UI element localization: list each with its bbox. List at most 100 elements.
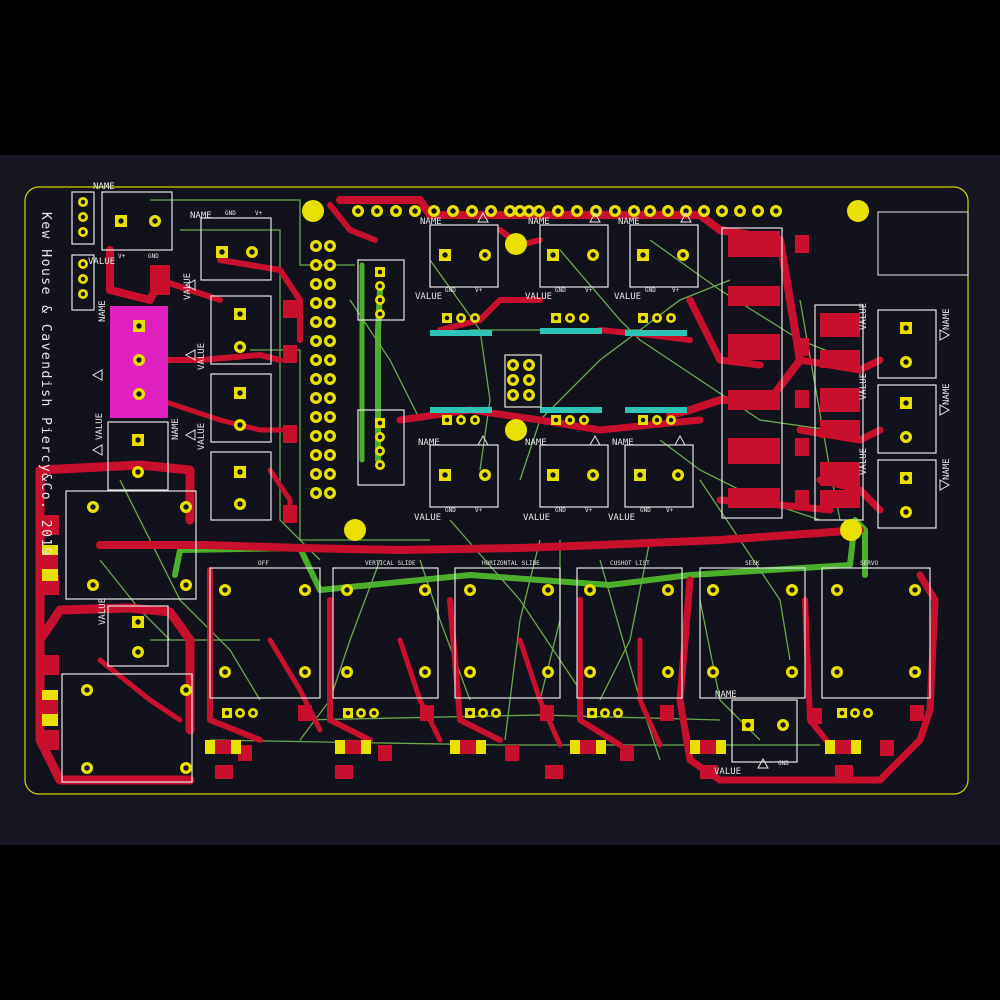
drill-hole bbox=[327, 243, 333, 249]
value-label: VALUE bbox=[415, 292, 442, 302]
value-label: VALUE bbox=[414, 513, 441, 523]
drill-hole bbox=[431, 208, 437, 214]
drill-hole bbox=[327, 471, 333, 477]
drill-hole bbox=[222, 669, 228, 675]
name-label: NAME bbox=[618, 217, 640, 227]
drill-hole bbox=[839, 710, 845, 716]
drill-hole bbox=[458, 417, 464, 423]
value-labels: VALUE VALUE VALUE VALUE VALUE VALUE VALU… bbox=[88, 257, 869, 777]
drill-hole bbox=[135, 649, 141, 655]
smd-component bbox=[825, 740, 861, 754]
drill-hole bbox=[313, 433, 319, 439]
mounting-holes bbox=[302, 200, 869, 541]
drill-hole bbox=[152, 218, 158, 224]
vplus-label: V+ bbox=[585, 287, 593, 294]
drill-hole bbox=[555, 208, 561, 214]
drill-hole bbox=[237, 344, 243, 350]
drill-hole bbox=[135, 437, 141, 443]
front-trace bbox=[267, 637, 323, 733]
transistor-tabs bbox=[430, 328, 687, 413]
drill-hole bbox=[327, 452, 333, 458]
vplus-label: V+ bbox=[666, 507, 674, 514]
triangle-marker-icon bbox=[184, 279, 196, 291]
drill-hole bbox=[237, 710, 243, 716]
drill-hole bbox=[377, 462, 383, 468]
triangle-marker-icon bbox=[939, 479, 951, 491]
drill-hole bbox=[442, 252, 448, 258]
drill-hole bbox=[467, 587, 473, 593]
drill-hole bbox=[344, 587, 350, 593]
front-copper-layer bbox=[35, 196, 939, 785]
drill-hole bbox=[590, 252, 596, 258]
drill-hole bbox=[313, 319, 319, 325]
mounting-hole-icon bbox=[505, 233, 527, 255]
mounting-hole-icon bbox=[302, 200, 324, 222]
triangle-marker-icon bbox=[589, 434, 601, 446]
drill-hole bbox=[237, 422, 243, 428]
front-trace bbox=[35, 460, 195, 525]
drill-hole bbox=[183, 504, 189, 510]
front-trace bbox=[397, 637, 443, 743]
triangle-marker-icon bbox=[184, 349, 196, 361]
front-trace bbox=[327, 202, 378, 243]
drill-hole bbox=[526, 377, 532, 383]
value-label: VALUE bbox=[88, 257, 115, 267]
name-label: NAME bbox=[98, 300, 108, 322]
drill-hole bbox=[450, 208, 456, 214]
value-label: VALUE bbox=[714, 767, 741, 777]
value-label: VALUE bbox=[608, 513, 635, 523]
drill-hole bbox=[327, 319, 333, 325]
drill-hole bbox=[701, 208, 707, 214]
drill-hole bbox=[313, 338, 319, 344]
drill-hole bbox=[467, 669, 473, 675]
drill-hole bbox=[327, 338, 333, 344]
drill-hole bbox=[654, 315, 660, 321]
drill-hole bbox=[237, 469, 243, 475]
drill-hole bbox=[90, 504, 96, 510]
drill-hole bbox=[550, 472, 556, 478]
channel-label: SERVO bbox=[860, 560, 878, 567]
drill-hole bbox=[665, 669, 671, 675]
value-label: VALUE bbox=[98, 598, 108, 625]
drill-hole bbox=[136, 323, 142, 329]
drill-hole bbox=[472, 315, 478, 321]
drill-hole bbox=[912, 587, 918, 593]
drill-hole bbox=[574, 208, 580, 214]
front-trace bbox=[396, 406, 704, 434]
smd-components bbox=[42, 545, 861, 754]
triangle-marker-icon bbox=[680, 211, 692, 223]
drill-hole bbox=[371, 710, 377, 716]
drill-hole bbox=[313, 395, 319, 401]
drill-hole bbox=[222, 587, 228, 593]
drill-hole bbox=[183, 687, 189, 693]
drill-hole bbox=[593, 208, 599, 214]
vplus-label: V+ bbox=[672, 287, 680, 294]
drill-hole bbox=[472, 417, 478, 423]
front-trace bbox=[637, 637, 663, 748]
drill-hole bbox=[536, 208, 542, 214]
drill-hole bbox=[84, 687, 90, 693]
drill-hole bbox=[358, 710, 364, 716]
gnd-label: GND bbox=[645, 287, 656, 294]
drill-hole bbox=[422, 669, 428, 675]
drill-hole bbox=[327, 433, 333, 439]
drill-hole bbox=[710, 669, 716, 675]
drill-hole bbox=[237, 501, 243, 507]
drill-hole bbox=[587, 669, 593, 675]
triangle-marker-icon bbox=[91, 444, 103, 456]
smd-component bbox=[42, 690, 58, 726]
signal-traces bbox=[99, 199, 851, 761]
drill-hole bbox=[135, 619, 141, 625]
drill-hole bbox=[631, 208, 637, 214]
triangle-markers bbox=[91, 211, 951, 769]
drill-hole bbox=[219, 249, 225, 255]
drill-hole bbox=[313, 262, 319, 268]
drill-hole bbox=[482, 472, 488, 478]
drill-hole bbox=[567, 315, 573, 321]
triangle-marker-icon bbox=[91, 369, 103, 381]
smd-component bbox=[570, 740, 606, 754]
drill-hole bbox=[237, 390, 243, 396]
drill-hole bbox=[444, 315, 450, 321]
drill-hole bbox=[136, 391, 142, 397]
drill-hole bbox=[647, 208, 653, 214]
